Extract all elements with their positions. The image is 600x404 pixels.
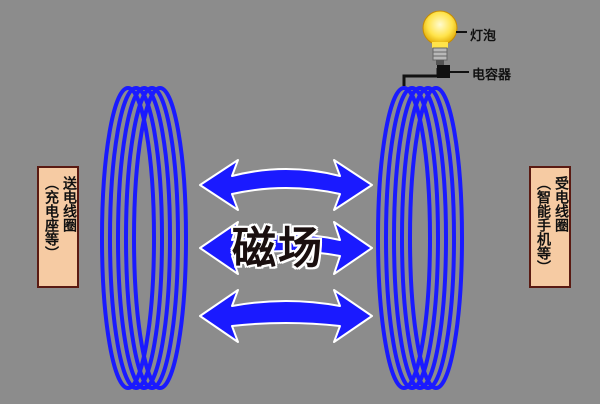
double-headed-arrow-icon	[199, 159, 373, 211]
sender-coil-label: 送电线圈	[61, 176, 77, 232]
receiver-coil	[376, 86, 464, 390]
sender-coil-loop	[100, 86, 156, 390]
circuit-wire	[402, 68, 440, 86]
sender-coil-loop	[132, 86, 188, 390]
receiver-coil-loop	[392, 86, 448, 390]
capacitor-icon	[437, 65, 450, 78]
receiver-coil-loop	[376, 86, 432, 390]
receiver-coil-label-box: 受电线圈 （智能手机等）	[529, 166, 571, 288]
double-headed-arrow-icon	[199, 289, 373, 343]
sender-coil-loop	[116, 86, 172, 390]
light-bulb-icon	[422, 10, 458, 65]
receiver-coil-loop	[400, 86, 456, 390]
sender-coil-example-label: （充电座等）	[43, 176, 59, 260]
bulb-label: 灯泡	[470, 29, 497, 44]
magnetic-field-label: 磁场	[232, 223, 324, 274]
receiver-coil-loop	[408, 86, 464, 390]
sender-coil	[100, 86, 188, 390]
receiver-coil-loop	[384, 86, 440, 390]
sender-coil-loop	[108, 86, 164, 390]
capacitor-label: 电容器	[472, 68, 512, 83]
receiver-coil-label: 受电线圈	[553, 176, 569, 232]
receiver-coil-example-label: （智能手机等）	[535, 176, 551, 274]
field-arrows	[199, 159, 373, 343]
double-headed-arrow-icon	[199, 221, 373, 275]
sender-coil-label-box: 送电线圈 （充电座等）	[37, 166, 79, 288]
sender-coil-loop	[124, 86, 180, 390]
